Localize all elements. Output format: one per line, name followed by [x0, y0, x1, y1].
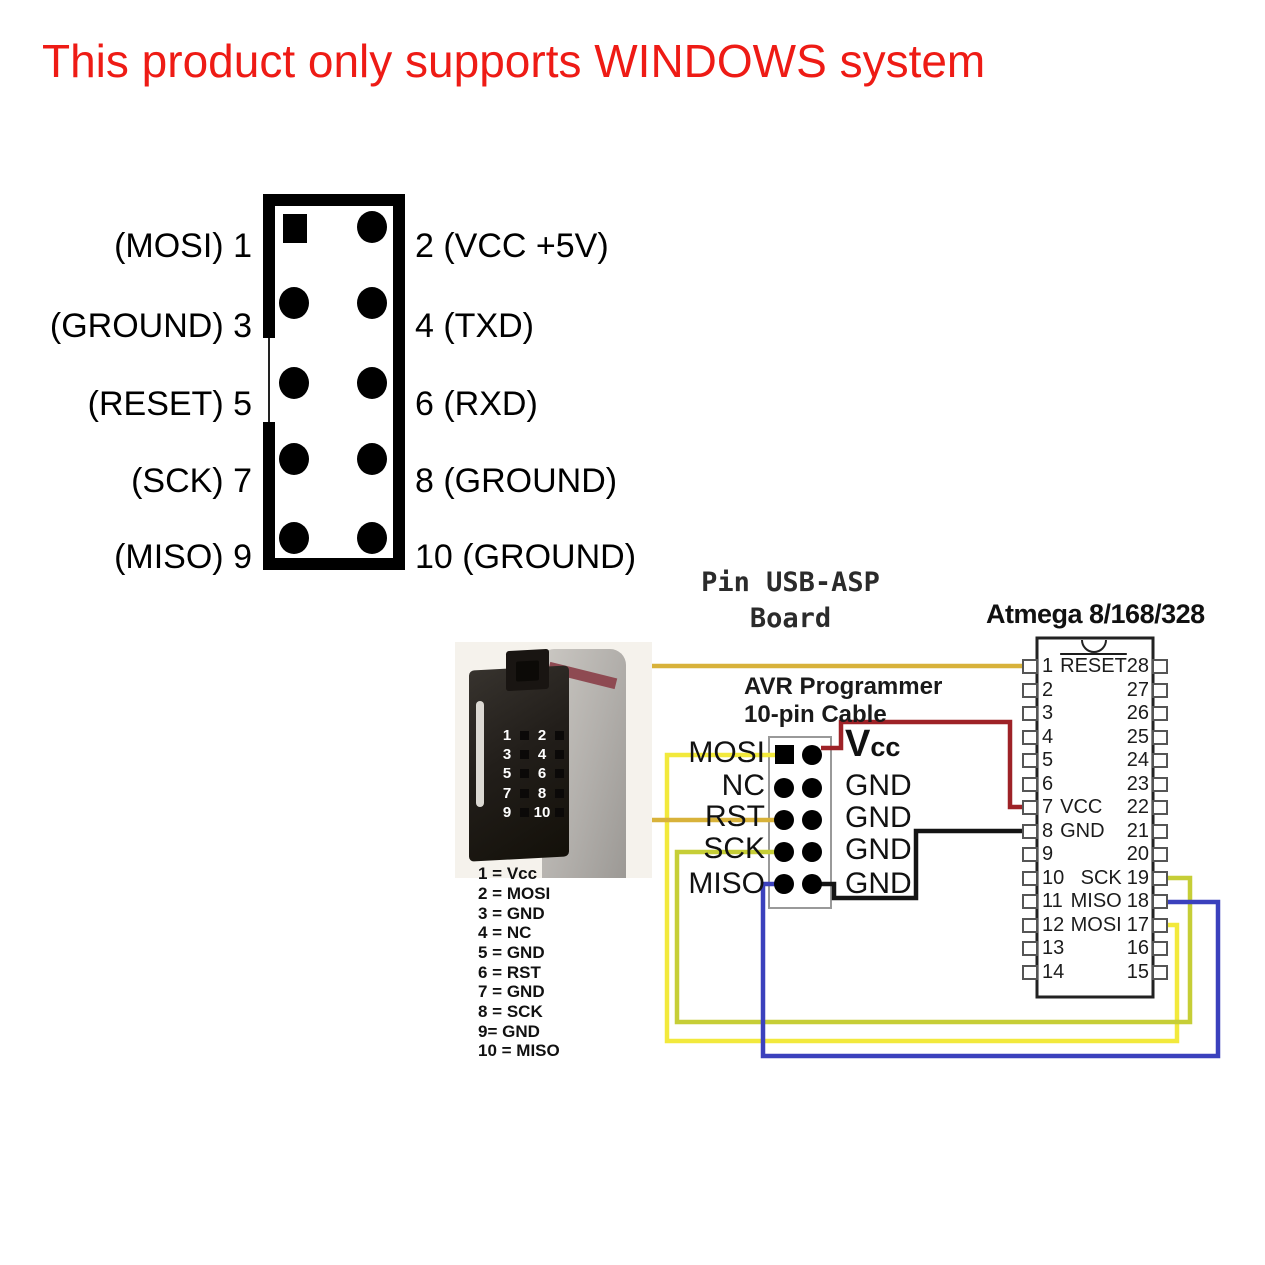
chip-pin-3: 3: [1042, 702, 1054, 724]
avr-cable-caption-line1: AVR Programmer: [744, 673, 943, 700]
pin-hole: [520, 730, 529, 740]
chip-notch: [1081, 639, 1107, 653]
chip-pins: [1022, 659, 1168, 980]
chip-title: Atmega 8/168/328: [986, 599, 1205, 629]
idc-connector-outline: [262, 194, 405, 570]
legend-line-7: 7 = GND: [478, 982, 545, 1001]
legend-line-2: 2 = MOSI: [478, 884, 551, 903]
chip-pin-26: 26: [1126, 702, 1149, 724]
cable-label-mosi: MOSI: [688, 736, 765, 769]
chip-pin-6: 6: [1042, 773, 1054, 795]
pin-hole: [555, 749, 564, 759]
idc-label-pin6: 6 (RXD): [415, 385, 538, 423]
pin-hole: [520, 788, 529, 798]
legend-line-9: 9= GND: [478, 1022, 540, 1041]
legend-line-10: 10 = MISO: [478, 1041, 560, 1060]
chip-pin-25: 25: [1126, 726, 1149, 748]
photo-pin-row: 9 10: [498, 804, 564, 821]
pin-hole: [555, 768, 564, 778]
cable-label-gnd-1: GND: [845, 769, 912, 802]
chip-pin-24: 24: [1126, 749, 1149, 771]
chip-pin-20: 20: [1126, 843, 1149, 865]
chip-pin-15: 15: [1126, 961, 1149, 983]
wire-sck-olive: [674, 849, 1193, 1025]
wire-gnd-black: [812, 828, 1023, 901]
pin-hole: [555, 807, 564, 817]
cable-label-sck: SCK: [703, 832, 765, 865]
pin-hole: [555, 730, 564, 740]
legend-line-4: 4 = NC: [478, 923, 532, 942]
idc-label-pin5: (RESET) 5: [87, 385, 252, 423]
chip-pin-21: 21: [1126, 820, 1149, 842]
connector-key-tab: [506, 649, 550, 692]
avr-cable-caption: AVR Programmer 10-pin Cable: [744, 673, 942, 729]
cable-label-rst: RST: [705, 800, 765, 833]
legend-line-6: 6 = RST: [478, 963, 541, 982]
wire-miso-blue: [760, 881, 1221, 1059]
warning-title: This product only supports WINDOWS syste…: [42, 35, 986, 87]
idc-label-pin10: 10 (GROUND): [415, 538, 637, 576]
chip-pin-16: 16: [1126, 937, 1149, 959]
idc-label-pin2: 2 (VCC +5V): [415, 227, 609, 265]
pin-hole: [520, 768, 529, 778]
board-caption-line1: Pin USB-ASP: [701, 567, 880, 598]
wire-mosi-yellow: [664, 752, 1180, 1044]
atmega-chip-body: [1035, 636, 1155, 999]
chip-pin-28: 28: [1126, 655, 1149, 677]
connector-side-slot: [475, 701, 484, 808]
photo-pin-row: 1 2: [498, 727, 564, 744]
chip-pin-2: 2: [1042, 679, 1054, 701]
chip-pin-10: 10: [1042, 867, 1065, 889]
idc-label-pin4: 4 (TXD): [415, 307, 534, 345]
idc-label-pin3: (GROUND) 3: [49, 307, 252, 345]
cable-connector-pins: [774, 745, 822, 894]
chip-pin-23: 23: [1126, 773, 1149, 795]
photo-pin-row: 7 8: [498, 785, 564, 802]
legend-line-5: 5 = GND: [478, 943, 545, 962]
wire-vcc-red: [821, 719, 1023, 810]
cable-label-gnd-2: GND: [845, 801, 912, 834]
pin-hole: [555, 788, 564, 798]
chip-pin-11: 11: [1042, 890, 1063, 912]
photo-pin-row: 3 4: [498, 746, 564, 763]
pin-hole: [520, 807, 529, 817]
cable-label-miso: MISO: [688, 867, 765, 900]
chip-pin-27: 27: [1126, 679, 1149, 701]
idc-label-pin7: (SCK) 7: [131, 462, 252, 500]
chip-pin-12: 12: [1042, 914, 1065, 936]
legend-line-1: 1 = Vcc: [478, 864, 538, 883]
board-caption-line2: Board: [749, 603, 832, 634]
pin-hole: [520, 749, 529, 759]
chip-pin-22: 22: [1126, 796, 1149, 818]
idc-label-pin8: 8 (GROUND): [415, 462, 618, 500]
cable-label-gnd-3: GND: [845, 833, 912, 866]
idc-label-pin1: (MOSI) 1: [114, 227, 252, 265]
photo-pin-row: 5 6: [498, 765, 564, 782]
connector-body: [468, 665, 570, 862]
avr-cable-caption-line2: 10-pin Cable: [744, 701, 887, 728]
connector-photo: 1 2 3 4 5 6 7 8 9 10: [455, 642, 652, 878]
idc-label-pin9: (MISO) 9: [114, 538, 252, 576]
cable-label-vcc: Vcc: [845, 723, 901, 765]
chip-pin-5: 5: [1042, 749, 1054, 771]
cable-label-gnd-4: GND: [845, 867, 912, 900]
cable-label-nc: NC: [721, 769, 765, 802]
chip-pin-14: 14: [1042, 961, 1065, 983]
chip-pin-9: 9: [1042, 843, 1054, 865]
chip-pin-13: 13: [1042, 937, 1065, 959]
chip-pin-4: 4: [1042, 726, 1054, 748]
pin1-square: [283, 214, 307, 243]
board-caption: Pin USB-ASP Board: [683, 565, 898, 637]
legend-line-8: 8 = SCK: [478, 1002, 543, 1021]
legend-line-3: 3 = GND: [478, 904, 545, 923]
cable-pin1-square: [775, 745, 794, 764]
